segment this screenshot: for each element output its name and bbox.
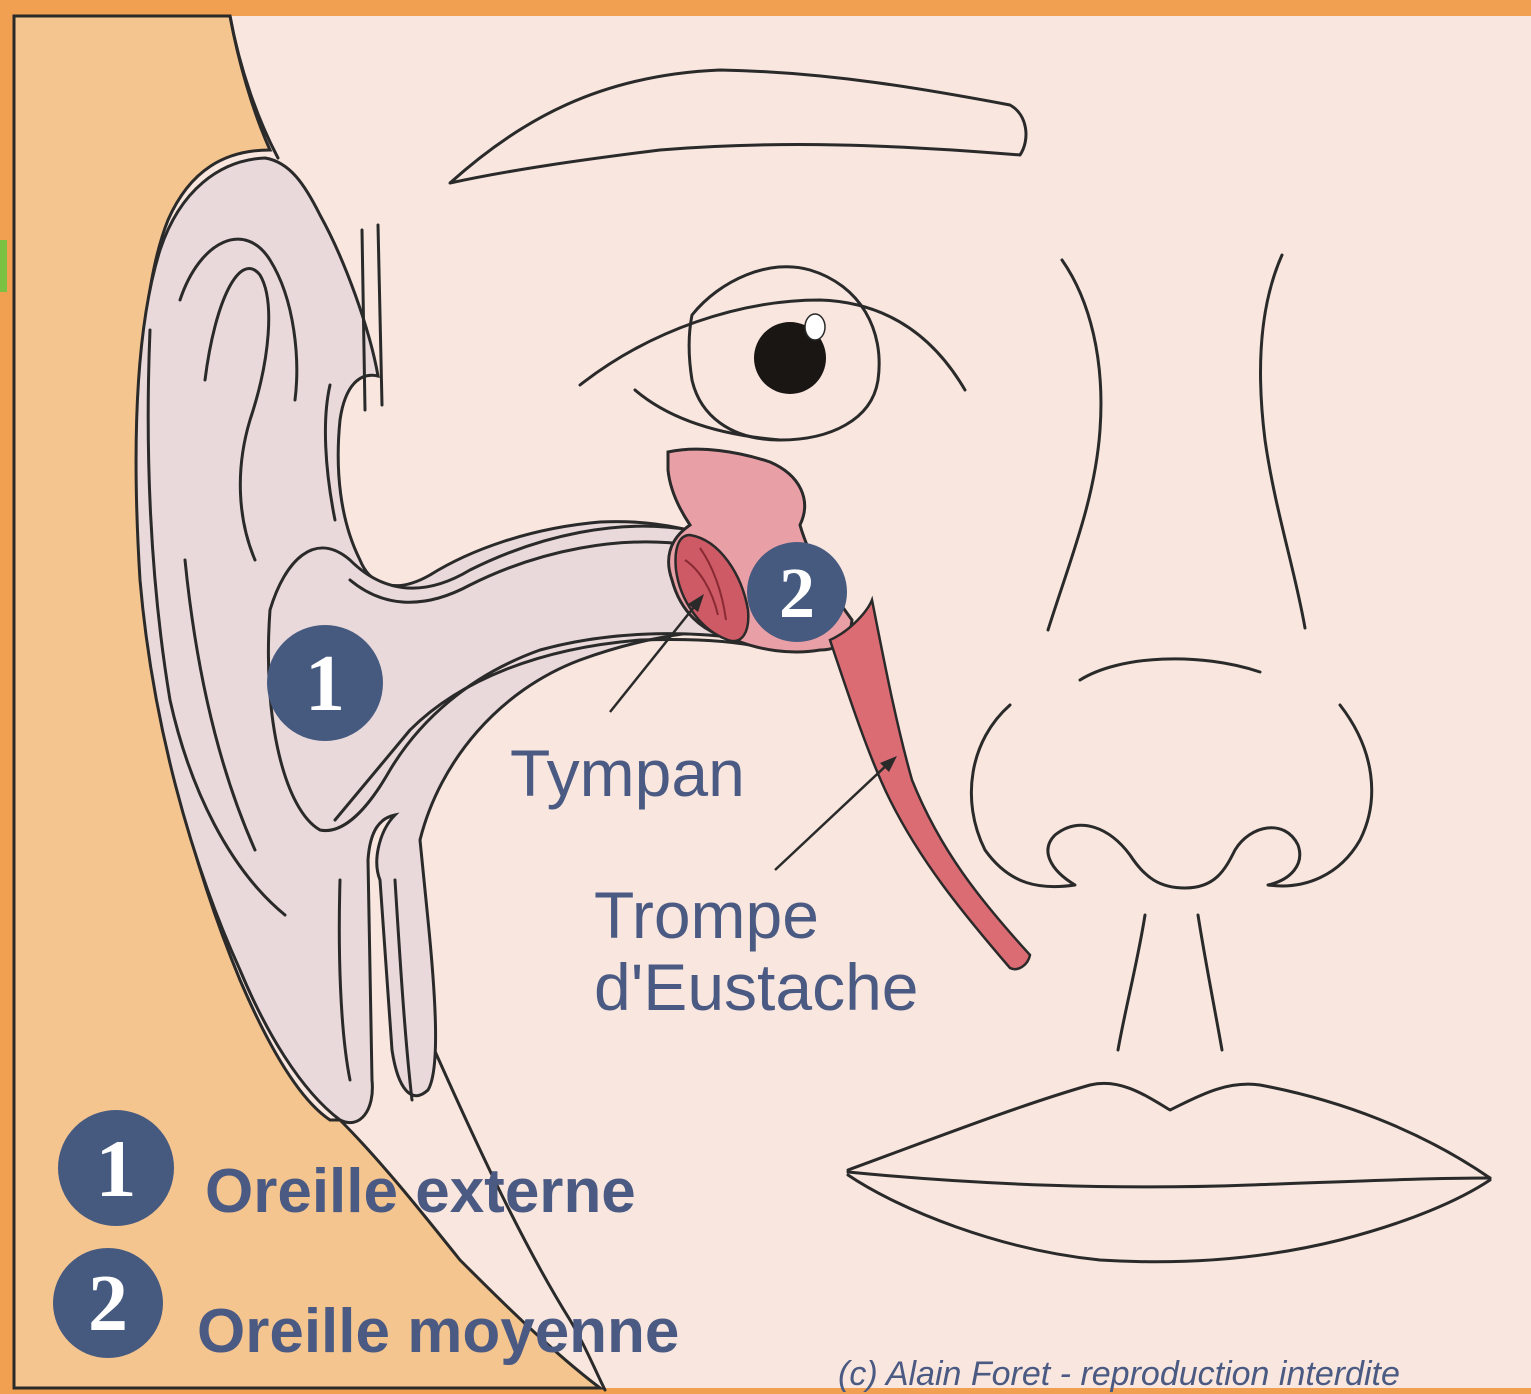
legend-number-2: 2 — [88, 1260, 128, 1348]
legend-text-1: Oreille externe — [205, 1157, 636, 1226]
trompe-label-line2: d'Eustache — [594, 950, 919, 1024]
tympan-label: Tympan — [510, 736, 745, 810]
marker-one-number: 1 — [305, 640, 345, 728]
trompe-label-line1: Trompe — [594, 878, 819, 952]
marker-two-number: 2 — [779, 553, 815, 633]
legend-text-2: Oreille moyenne — [197, 1297, 679, 1366]
green-edge-mark — [0, 240, 7, 292]
eye-highlight — [805, 314, 825, 340]
marker-one: 1 — [267, 625, 383, 741]
legend-number-1: 1 — [96, 1123, 137, 1214]
marker-two: 2 — [747, 542, 847, 642]
copyright-credit: (c) Alain Foret - reproduction interdite — [838, 1355, 1400, 1393]
